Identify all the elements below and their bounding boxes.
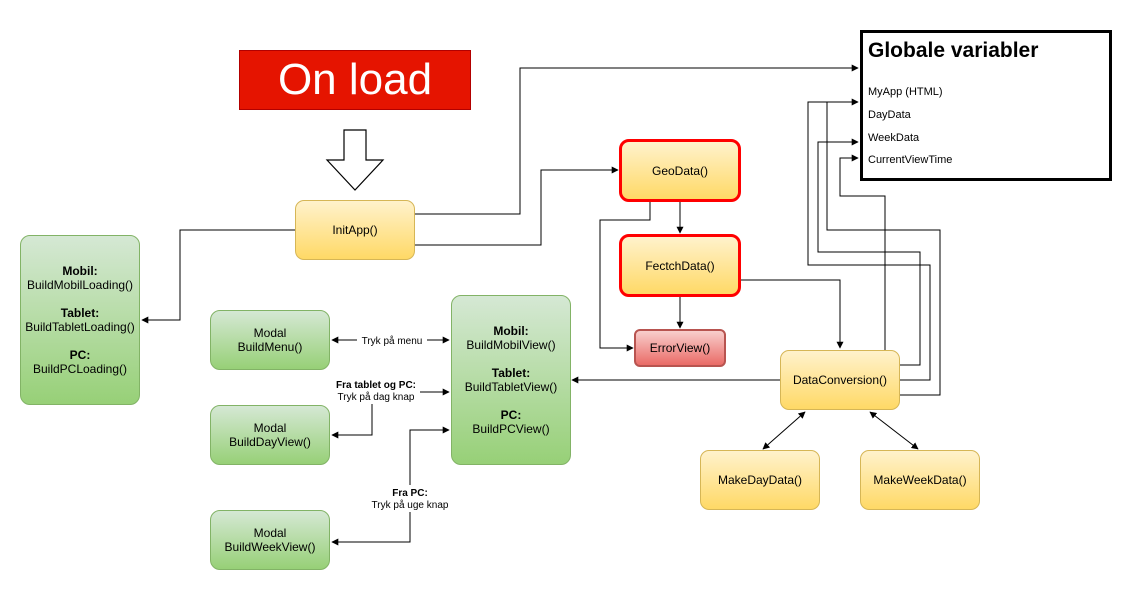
modal-week-line1: Modal (253, 526, 287, 540)
edge-label-menu: Tryk på menu (357, 336, 427, 348)
edge-init-loading (141, 229, 295, 324)
edge-label-week-text: Tryk på uge knap (371, 500, 449, 511)
global-var-currentviewtime: CurrentViewTime (868, 154, 953, 166)
init-app-node[interactable]: InitApp() (295, 200, 415, 260)
modal-day-node[interactable]: Modal BuildDayView() (210, 405, 330, 465)
error-view-node[interactable]: ErrorView() (634, 329, 726, 367)
geo-data-node[interactable]: GeoData() (619, 139, 741, 202)
global-var-weekdata: WeekData (868, 132, 920, 144)
view-tablet-title: Tablet: (491, 366, 531, 380)
view-mobil-title: Mobil: (493, 324, 529, 338)
loading-node[interactable]: Mobil: BuildMobilLoading() Tablet: Build… (20, 235, 140, 405)
view-mobil-fn: BuildMobilView() (466, 338, 556, 352)
loading-pc-fn: BuildPCLoading() (32, 362, 128, 376)
edge-label-week-bold: Fra PC: (392, 488, 428, 499)
fetch-data-node[interactable]: FectchData() (619, 234, 741, 297)
modal-week-node[interactable]: Modal BuildWeekView() (210, 510, 330, 570)
modal-menu-line1: Modal (253, 326, 287, 340)
global-var-daydata: DayData (868, 109, 911, 121)
make-week-data-node[interactable]: MakeWeekData() (860, 450, 980, 510)
edge-conversion-weekdata (817, 138, 921, 366)
loading-tablet-title: Tablet: (60, 306, 100, 320)
loading-mobil-title: Mobil: (62, 264, 98, 278)
edge-conversion-viewtime (839, 154, 886, 408)
modal-menu-line2: BuildMenu() (237, 340, 303, 354)
edge-label-day: Fra tablet og PC: Tryk på dag knap (332, 380, 420, 404)
edge-init-globals (415, 64, 859, 215)
edge-label-week: Fra PC: Tryk på uge knap (366, 488, 454, 512)
edge-day-view (331, 392, 373, 439)
down-arrow-icon (325, 129, 385, 191)
edge-conversion-makeday (762, 411, 806, 450)
loading-tablet-fn: BuildTabletLoading() (25, 320, 135, 334)
on-load-banner: On load (239, 50, 471, 110)
edge-label-day-text: Tryk på dag knap (337, 392, 415, 403)
edge-label-day-bold: Fra tablet og PC: (335, 380, 416, 391)
make-day-data-node[interactable]: MakeDayData() (700, 450, 820, 510)
globals-box: Globale variabler MyApp (HTML) DayData W… (860, 30, 1112, 181)
edge-conversion-makeweek (869, 411, 919, 450)
global-var-myapp: MyApp (HTML) (868, 86, 943, 98)
view-pc-title: PC: (500, 408, 522, 422)
edge-conversion-daydata (807, 101, 931, 381)
edge-init-geodata (415, 166, 619, 246)
view-tablet-fn: BuildTabletView() (464, 380, 558, 394)
modal-day-line1: Modal (253, 421, 287, 435)
view-pc-fn: BuildPCView() (472, 422, 550, 436)
edge-week-view-b (409, 426, 450, 485)
modal-day-line2: BuildDayView() (229, 435, 311, 449)
data-conversion-node[interactable]: DataConversion() (780, 350, 900, 410)
globals-title: Globale variabler (868, 39, 1039, 62)
loading-mobil-fn: BuildMobilLoading() (26, 278, 134, 292)
edge-fetch-conversion (741, 279, 844, 349)
edge-geo-error (599, 202, 651, 352)
view-node[interactable]: Mobil: BuildMobilView() Tablet: BuildTab… (451, 295, 571, 465)
loading-pc-title: PC: (69, 348, 91, 362)
modal-menu-node[interactable]: Modal BuildMenu() (210, 310, 330, 370)
modal-week-line2: BuildWeekView() (224, 540, 316, 554)
